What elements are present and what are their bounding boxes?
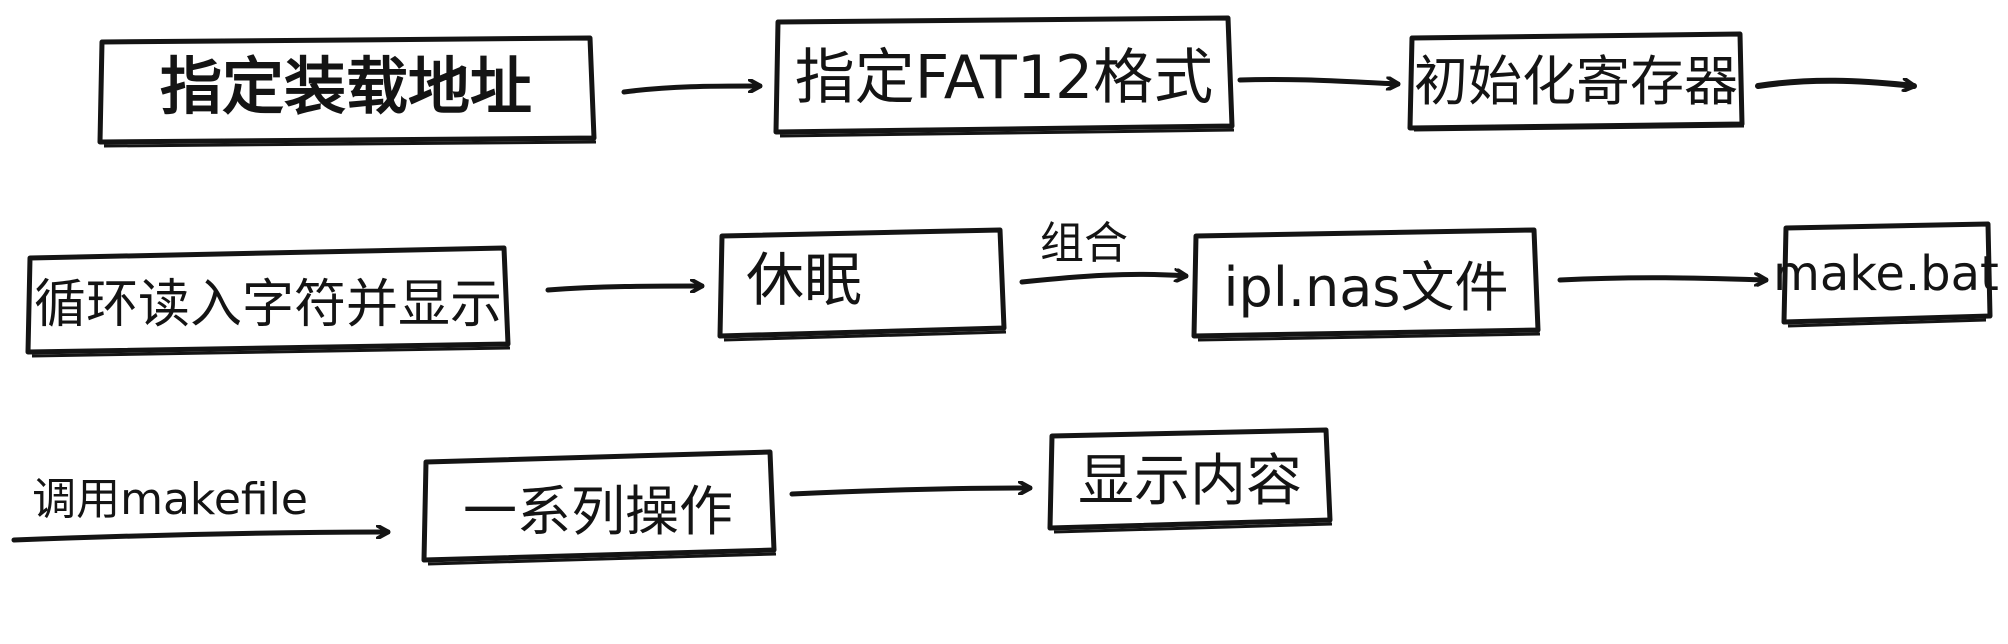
node-label: ipl.nas文件 [1224, 256, 1509, 319]
node-label: 指定FAT12格式 [795, 43, 1213, 113]
node-label: 显示内容 [1078, 449, 1302, 514]
node-display-content: 显示内容 [1047, 427, 1333, 534]
node-label: 一系列操作 [463, 480, 733, 543]
edge-label-call-makefile: 调用makefile [32, 474, 308, 525]
edge-arrow-1-2 [621, 86, 763, 95]
node-sleep: 休眠 [717, 227, 1007, 342]
edge-arrow-3-continue [1755, 81, 1917, 86]
node-specify-fat12-format: 指定FAT12格式 [773, 15, 1235, 138]
node-init-registers: 初始化寄存器 [1407, 31, 1745, 132]
node-label: 休眠 [746, 246, 862, 314]
edge-arrow-2-3 [1237, 79, 1401, 84]
node-ipl-nas-file: ipl.nas文件 [1191, 227, 1541, 342]
node-specify-load-address: 指定装载地址 [97, 35, 597, 148]
node-label: 初始化寄存器 [1414, 50, 1738, 113]
node-label: 指定装载地址 [160, 50, 532, 123]
node-label: make.bat [1773, 246, 1999, 302]
node-loop-read-display: 循环读入字符并显示 [25, 245, 511, 358]
node-label: 循环读入字符并显示 [34, 275, 502, 335]
edge-arrow-8-9 [789, 488, 1033, 497]
edge-label-combine: 组合 [1040, 218, 1128, 269]
node-series-of-operations: 一系列操作 [421, 449, 777, 566]
edge-arrow-5-6 [1019, 274, 1189, 285]
node-make-bat: make.bat [1773, 221, 1999, 328]
edge-arrow-6-7 [1557, 278, 1769, 280]
edge-arrow-makefile-ops [11, 532, 391, 543]
edge-arrow-4-5 [545, 286, 705, 290]
